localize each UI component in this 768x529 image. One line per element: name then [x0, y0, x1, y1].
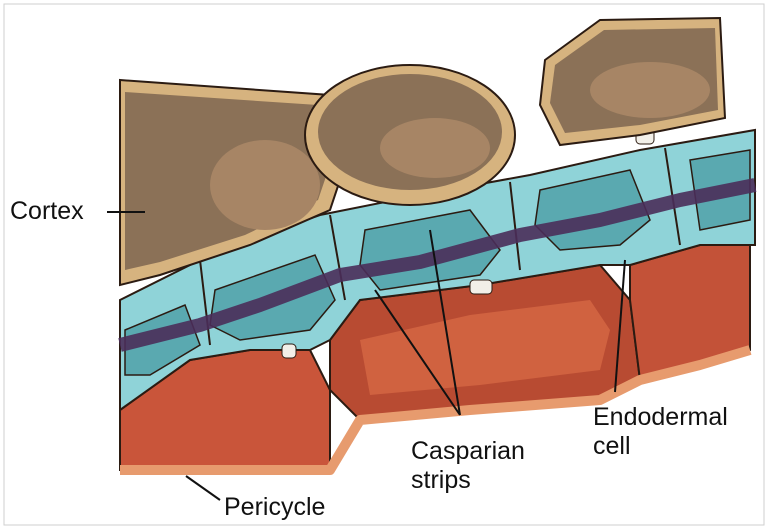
plasmodesma: [282, 344, 296, 358]
plasmodesma: [470, 280, 492, 294]
cortex-vacuole: [380, 118, 490, 178]
pericycle-label: Pericycle: [224, 493, 325, 522]
cortex-vacuole: [210, 140, 320, 230]
cortex-label: Cortex: [10, 197, 84, 226]
casparian-strips-label: Casparian strips: [411, 437, 525, 495]
cortex-vacuole: [590, 62, 710, 118]
endodermal-cell-label: Endodermal cell: [593, 403, 728, 461]
